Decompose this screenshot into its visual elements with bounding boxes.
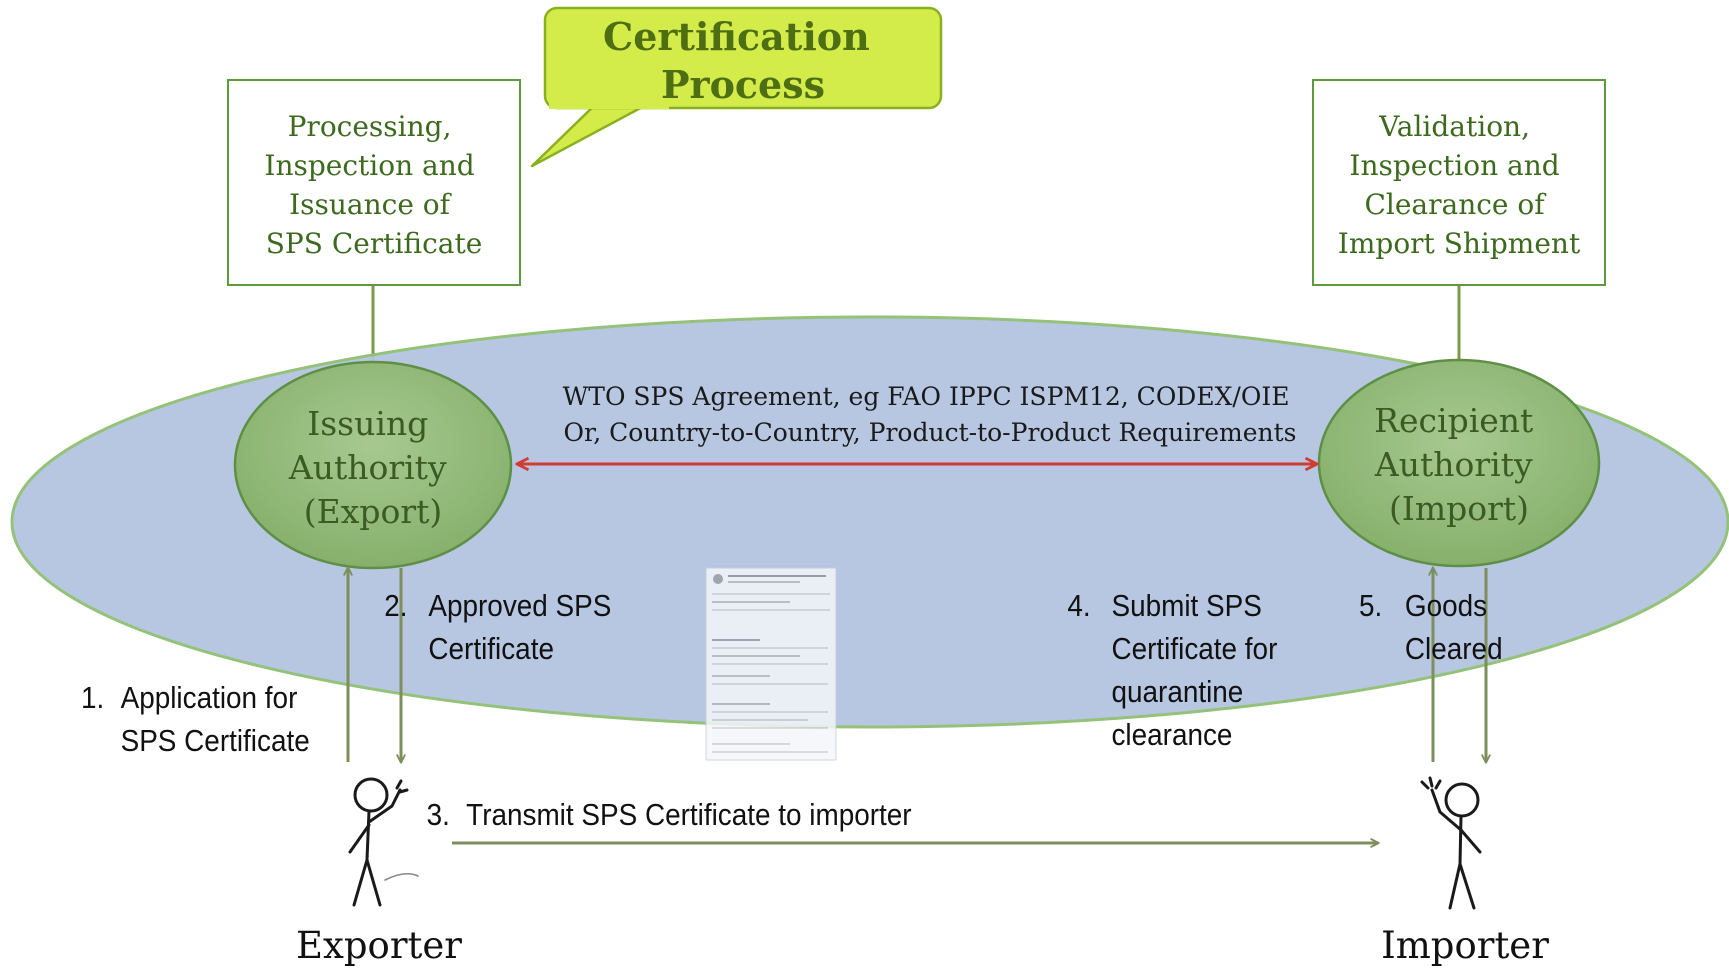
step-4-line-2: Certificate for	[1112, 632, 1278, 667]
issuing-authority-line-3: (Export)	[304, 492, 442, 531]
step-5-line-1: Goods	[1405, 589, 1487, 624]
svg-text:Recipient Authority: Recipient Authority (Import)	[1374, 401, 1544, 528]
exporter-label: Exporter	[296, 924, 462, 967]
step-2-number: 2.	[384, 589, 407, 624]
processing-box-line-1: Processing,	[288, 110, 452, 143]
step-3-line-1: Transmit SPS Certificate to importer	[466, 798, 912, 833]
exporter-figure-icon	[348, 777, 419, 907]
svg-text:Certification Process: Certification Process	[603, 14, 883, 107]
step-4-line-3: quarantine	[1112, 675, 1244, 710]
step-5-line-2: Cleared	[1405, 632, 1503, 667]
certification-process-callout: Certification Process	[530, 6, 943, 168]
step-4-line-4: clearance	[1112, 718, 1233, 753]
recipient-authority-line-1: Recipient	[1374, 401, 1533, 440]
importer-figure-icon	[1420, 776, 1482, 910]
issuing-authority-line-2: Authority	[288, 448, 447, 487]
issuing-authority-line-1: Issuing	[307, 404, 428, 443]
step-1-line-1: Application for	[121, 681, 298, 716]
issuing-authority: Issuing Authority (Export)	[233, 360, 513, 570]
validation-box-line-4: Import Shipment	[1338, 227, 1581, 260]
step-4-line-1: Submit SPS	[1112, 589, 1262, 624]
processing-box-line-3: Issuance of	[289, 188, 453, 221]
sps-certificate-thumbnail	[705, 567, 837, 761]
svg-text:Issuing Authority: Issuing Authority (Export)	[288, 404, 457, 531]
agreement-text: WTO SPS Agreement, eg FAO IPPC ISPM12, C…	[563, 382, 1298, 447]
importer-label: Importer	[1381, 924, 1549, 967]
step-1-number: 1.	[81, 681, 104, 716]
recipient-authority: Recipient Authority (Import)	[1317, 358, 1601, 568]
recipient-authority-line-2: Authority	[1374, 445, 1533, 484]
recipient-authority-line-3: (Import)	[1389, 489, 1529, 528]
validation-box-line-1: Validation,	[1378, 110, 1530, 143]
agreement-line-1: WTO SPS Agreement, eg FAO IPPC ISPM12, C…	[563, 382, 1290, 411]
callout-line-1: Certification	[603, 14, 870, 59]
callout-tail	[530, 98, 650, 168]
step-2-line-2: Certificate	[428, 632, 554, 667]
svg-text:Processing, Inspection a: Processing, Inspection and Issuance of S…	[264, 110, 483, 260]
agreement-line-2: Or, Country-to-Country, Product-to-Produ…	[564, 418, 1297, 447]
step-5-number: 5.	[1359, 589, 1382, 624]
callout-line-2: Process	[661, 62, 825, 107]
step-4-number: 4.	[1067, 589, 1090, 624]
validation-box: Validation, Inspection and Clearance of …	[1312, 79, 1606, 286]
processing-box-line-2: Inspection and	[264, 149, 474, 182]
validation-box-line-2: Inspection and	[1349, 149, 1559, 182]
processing-box: Processing, Inspection and Issuance of S…	[227, 79, 521, 286]
svg-text:Validation, Inspection a: Validation, Inspection and Clearance of …	[1338, 110, 1581, 260]
step-3-number: 3.	[427, 798, 450, 833]
validation-box-line-3: Clearance of	[1364, 188, 1547, 221]
step-2-line-1: Approved SPS	[428, 589, 611, 624]
step-1-line-2: SPS Certificate	[121, 724, 310, 759]
processing-box-line-4: SPS Certificate	[266, 227, 483, 260]
